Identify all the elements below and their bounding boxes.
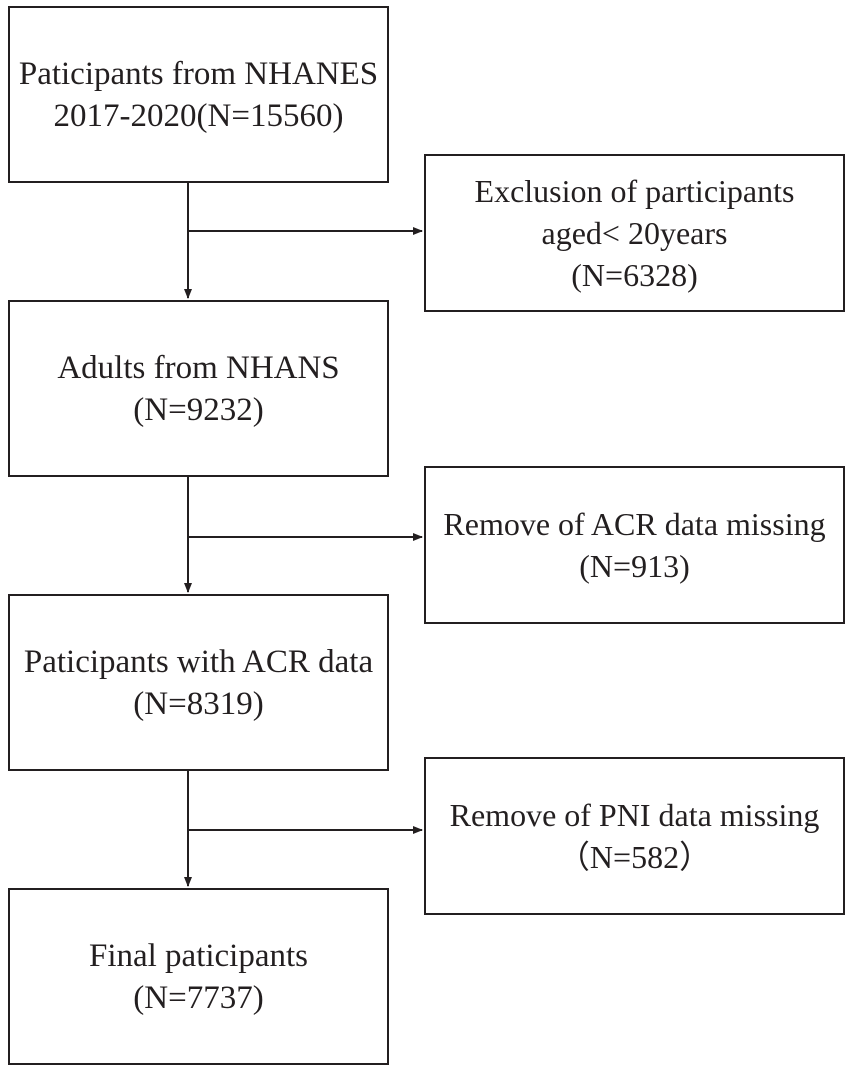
exclusion-3-line-1: Remove of PNI data missing xyxy=(449,797,820,833)
step-1-line-1: Paticipants from NHANES xyxy=(18,55,379,92)
step-box-acr-data: Paticipants with ACR data (N=8319) xyxy=(8,594,389,771)
step-box-nhanes-participants: Paticipants from NHANES 2017-2020(N=1556… xyxy=(8,6,389,183)
step-4-line-2: (N=7737) xyxy=(133,979,264,1016)
step-1-line-2: 2017-2020(N=15560) xyxy=(53,97,344,134)
step-2-line-2: (N=9232) xyxy=(133,391,264,428)
exclusion-1-line-1: Exclusion of participants xyxy=(474,173,795,209)
step-box-adults: Adults from NHANS (N=9232) xyxy=(8,300,389,477)
step-2-line-1: Adults from NHANS xyxy=(57,349,340,386)
exclusion-2-line-1: Remove of ACR data missing xyxy=(443,506,826,542)
step-3-line-2: (N=8319) xyxy=(133,685,264,722)
exclusion-box-pni-missing: Remove of PNI data missing （N=582） xyxy=(424,757,845,915)
exclusion-3-line-2: （N=582） xyxy=(557,839,712,875)
step-4-line-1: Final paticipants xyxy=(88,937,309,974)
exclusion-2-line-2: (N=913) xyxy=(579,548,690,584)
step-3-line-1: Paticipants with ACR data xyxy=(23,643,374,680)
exclusion-1-line-3: (N=6328) xyxy=(571,257,698,293)
exclusion-1-line-2: aged< 20years xyxy=(541,215,728,251)
exclusion-box-acr-missing: Remove of ACR data missing (N=913) xyxy=(424,466,845,624)
exclusion-box-age: Exclusion of participants aged< 20years … xyxy=(424,154,845,312)
step-box-final: Final paticipants (N=7737) xyxy=(8,888,389,1065)
